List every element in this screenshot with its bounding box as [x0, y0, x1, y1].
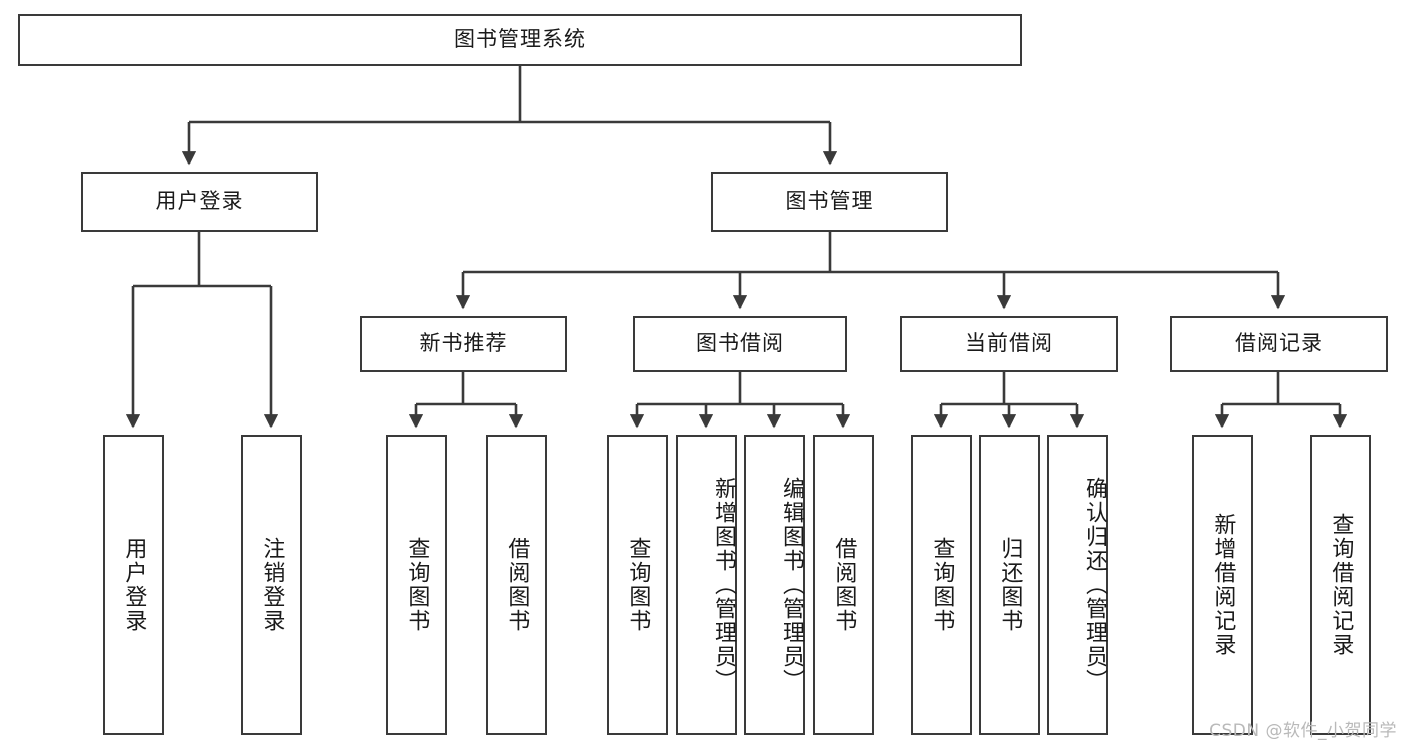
node-leaf-user-login-label: 用户登录 [121, 537, 147, 633]
node-root-label: 图书管理系统 [454, 27, 586, 52]
node-leaf-edit-book-label: 编辑图书（管理员） [779, 477, 804, 693]
node-leaf-logout-login-label: 注销登录 [259, 537, 285, 633]
node-new-book-recommend-label: 新书推荐 [419, 331, 508, 356]
node-current-borrow-label: 当前借阅 [965, 331, 1053, 356]
node-leaf-query-book-1-label: 查询图书 [404, 537, 430, 633]
node-book-manage[interactable]: 图书管理 [711, 172, 948, 232]
node-book-borrow-label: 图书借阅 [696, 331, 784, 356]
node-leaf-borrow-book-1-label: 借阅图书 [504, 537, 530, 633]
node-leaf-borrow-book-2[interactable]: 借阅图书 [813, 435, 874, 735]
node-user-login[interactable]: 用户登录 [81, 172, 318, 232]
node-leaf-return-book-label: 归还图书 [997, 537, 1023, 633]
node-leaf-add-book[interactable]: 新增图书（管理员） [676, 435, 737, 735]
node-borrow-record-label: 借阅记录 [1235, 331, 1323, 356]
node-current-borrow[interactable]: 当前借阅 [900, 316, 1118, 372]
watermark-text: CSDN @软件_小贺同学 [1209, 721, 1397, 741]
node-leaf-add-book-label: 新增图书（管理员） [711, 477, 736, 693]
node-borrow-record[interactable]: 借阅记录 [1170, 316, 1388, 372]
node-root[interactable]: 图书管理系统 [18, 14, 1022, 66]
node-leaf-borrow-book-1[interactable]: 借阅图书 [486, 435, 547, 735]
node-leaf-query-book-3-label: 查询图书 [929, 537, 955, 633]
node-leaf-query-record-label: 查询借阅记录 [1328, 513, 1354, 657]
node-leaf-add-record[interactable]: 新增借阅记录 [1192, 435, 1253, 735]
node-leaf-confirm-return-label: 确认归还（管理员） [1082, 477, 1107, 693]
node-new-book-recommend[interactable]: 新书推荐 [360, 316, 567, 372]
node-leaf-query-book-2-label: 查询图书 [625, 537, 651, 633]
node-leaf-query-book-2[interactable]: 查询图书 [607, 435, 668, 735]
node-leaf-query-book-3[interactable]: 查询图书 [911, 435, 972, 735]
node-leaf-query-record[interactable]: 查询借阅记录 [1310, 435, 1371, 735]
node-leaf-return-book[interactable]: 归还图书 [979, 435, 1040, 735]
node-leaf-edit-book[interactable]: 编辑图书（管理员） [744, 435, 805, 735]
node-leaf-add-record-label: 新增借阅记录 [1210, 513, 1236, 657]
node-leaf-user-login[interactable]: 用户登录 [103, 435, 164, 735]
node-leaf-query-book-1[interactable]: 查询图书 [386, 435, 447, 735]
node-user-login-label: 用户登录 [155, 189, 244, 214]
node-leaf-borrow-book-2-label: 借阅图书 [831, 537, 857, 633]
node-book-borrow[interactable]: 图书借阅 [633, 316, 847, 372]
node-book-manage-label: 图书管理 [785, 189, 874, 214]
node-leaf-confirm-return[interactable]: 确认归还（管理员） [1047, 435, 1108, 735]
node-leaf-logout-login[interactable]: 注销登录 [241, 435, 302, 735]
